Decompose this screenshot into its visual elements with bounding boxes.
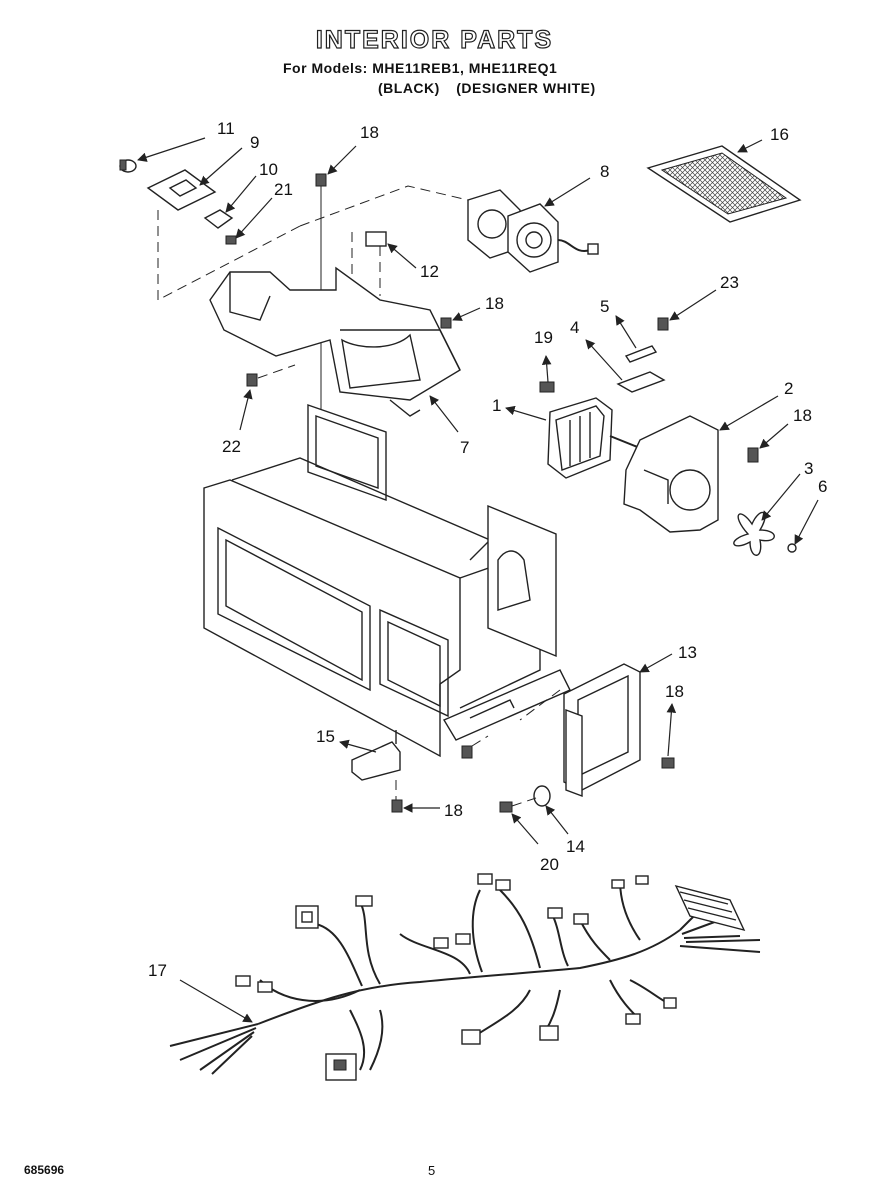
callout-12: 12 xyxy=(420,262,439,281)
part-18-screw-lower-right: 18 xyxy=(661,682,684,769)
callout-18-middle: 18 xyxy=(485,294,504,313)
callout-21: 21 xyxy=(274,180,293,199)
part-18-screw-bottom-center xyxy=(461,735,489,759)
callout-11: 11 xyxy=(217,119,235,138)
page-title: INTERIOR PARTS xyxy=(315,25,554,54)
callout-20: 20 xyxy=(540,855,559,874)
part-15-bracket: 15 xyxy=(316,727,401,800)
callout-23: 23 xyxy=(720,273,739,292)
part-16-grease-filter: 16 xyxy=(646,125,802,223)
part-21-screw: 21 xyxy=(225,180,293,245)
part-13-seal-frame: 13 xyxy=(563,643,697,798)
part-18-screw-bottom-left: 18 xyxy=(391,799,463,820)
part-6-clip: 6 xyxy=(787,477,827,553)
color-white-label: (DESIGNER WHITE) xyxy=(456,80,596,96)
part-23-screw: 23 xyxy=(657,273,739,331)
part-14-fuse-holder: 14 xyxy=(533,785,585,856)
part-9-lamp-bracket: 9 xyxy=(146,133,259,211)
part-22-screw: 22 xyxy=(222,364,296,456)
callout-6: 6 xyxy=(818,477,827,496)
part-1-fan-motor: 1 xyxy=(492,396,641,479)
part-8-blower-motor: 8 xyxy=(467,162,609,273)
part-20-screw: 20 xyxy=(499,797,559,874)
part-18-screw-middle: 18 xyxy=(440,294,504,329)
part-4-thermostat: 4 xyxy=(570,318,666,393)
oven-cavity-chassis xyxy=(203,457,571,758)
part-11-bulb: 11 xyxy=(119,119,235,173)
callout-7: 7 xyxy=(460,438,469,457)
page-number: 5 xyxy=(428,1163,436,1178)
part-5-thermal-fuse: 5 xyxy=(600,297,658,363)
callout-9: 9 xyxy=(250,133,259,152)
callout-16: 16 xyxy=(770,125,789,144)
callout-13: 13 xyxy=(678,643,697,662)
callout-17: 17 xyxy=(148,961,167,980)
color-variants: (BLACK) (DESIGNER WHITE) xyxy=(378,80,608,96)
callout-18-top: 18 xyxy=(360,123,379,142)
callout-8: 8 xyxy=(600,162,609,181)
color-black-label: (BLACK) xyxy=(378,80,440,96)
callout-15: 15 xyxy=(316,727,335,746)
part-18-screw-right: 18 xyxy=(747,406,812,463)
part-7-cover-assembly: 7 xyxy=(209,266,469,457)
part-3-fan-blade: 3 xyxy=(733,459,813,556)
part-19-screw: 19 xyxy=(534,328,555,393)
callout-5: 5 xyxy=(600,297,609,316)
part-2-fan-housing: 2 xyxy=(623,379,793,533)
models-line: For Models: MHE11REB1, MHE11REQ1 xyxy=(283,60,558,76)
callout-22: 22 xyxy=(222,437,241,456)
callout-4: 4 xyxy=(570,318,579,337)
callout-14: 14 xyxy=(566,837,585,856)
callout-3: 3 xyxy=(804,459,813,478)
callout-1: 1 xyxy=(492,396,501,415)
callout-10: 10 xyxy=(259,160,278,179)
part-17-wire-harness: 17 xyxy=(148,873,761,1081)
back-panel xyxy=(307,404,387,501)
callout-18-lower-right: 18 xyxy=(665,682,684,701)
callout-18-right: 18 xyxy=(793,406,812,425)
callout-19: 19 xyxy=(534,328,553,347)
callout-2: 2 xyxy=(784,379,793,398)
part-18-screw-top: 18 xyxy=(315,123,379,420)
callout-18-bottom-left: 18 xyxy=(444,801,463,820)
part-12-connector: 12 xyxy=(351,231,439,300)
part-10-socket: 10 xyxy=(203,160,278,229)
document-code: 685696 xyxy=(24,1163,65,1177)
